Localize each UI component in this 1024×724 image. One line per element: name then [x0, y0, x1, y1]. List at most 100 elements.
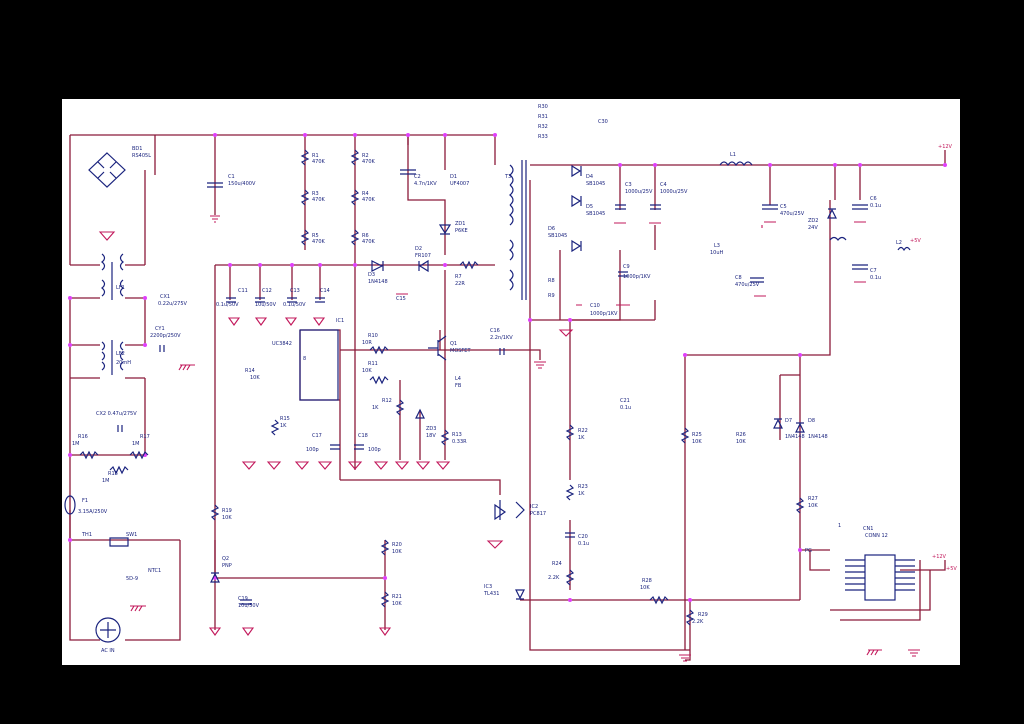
label-l1: L1: [730, 152, 736, 158]
label-d3: D3: [368, 272, 375, 278]
label-top-r4: R33: [538, 134, 548, 140]
label-r29: R29: [698, 612, 708, 618]
label-c4-value: 1000u/25V: [660, 189, 688, 195]
label-c7-value: 0.1u: [870, 275, 881, 281]
label-r25: R25: [692, 432, 702, 438]
label-zd1: ZD1: [455, 221, 465, 227]
label-r22-value: 1K: [578, 435, 585, 441]
label-d5-value: SB1045: [586, 211, 605, 217]
capacitors: [117, 169, 868, 605]
label-q1: Q1: [450, 341, 457, 347]
label-r17: R17: [140, 434, 150, 440]
label-ntc1-value: 5D-9: [126, 576, 138, 582]
label-r3: R3: [312, 191, 319, 197]
label-l4-value: FB: [455, 383, 462, 389]
label-r2: R2: [362, 153, 369, 159]
label-c19-value: 10u/50V: [238, 603, 260, 609]
fuse-and-socket: [64, 495, 129, 643]
label-bd1-value: RS405L: [132, 153, 151, 159]
label-ic3: IC3: [484, 584, 492, 590]
label-c9: C9: [623, 264, 630, 270]
label-r4-value: 470K: [362, 197, 376, 203]
label-ic3-value: TL431: [483, 591, 499, 597]
resistors: [79, 149, 805, 626]
label-r28: R28: [642, 578, 652, 584]
label-r6: R6: [362, 233, 369, 239]
label-r4: R4: [362, 191, 369, 197]
label-r15-value: 1K: [280, 423, 287, 429]
label-c18-value: 100p: [368, 447, 381, 453]
label-cy1: CY1: [155, 326, 165, 332]
label-r1-value: 470K: [312, 159, 326, 165]
label-c21: C21: [620, 398, 630, 404]
label-r1: R1: [312, 153, 319, 159]
label-sw1: SW1: [126, 532, 137, 538]
label-r23: R23: [578, 484, 588, 490]
label-r24: R24: [552, 561, 562, 567]
label-c2: C2: [414, 174, 421, 180]
label-d8: D8: [808, 418, 815, 424]
rail-label-conn1: +12V: [932, 554, 947, 560]
label-c13-value: 0.1u/50V: [283, 302, 306, 308]
label-cn1-value: CONN 12: [865, 533, 888, 539]
label-cx1: CX1: [160, 294, 170, 300]
label-r7-value: 22R: [455, 281, 465, 287]
label-c10: C10: [590, 303, 600, 309]
label-r26-value: 10K: [736, 439, 746, 445]
label-d2: D2: [415, 246, 422, 252]
rail-label-conn2: +5V: [946, 566, 957, 572]
optocoupler: [494, 500, 525, 521]
label-r6-value: 470K: [362, 239, 376, 245]
label-r16-value: 1M: [72, 441, 80, 447]
rail-labels: +12V +5V +12V +5V: [910, 144, 957, 572]
label-q1-value: MOSFET: [450, 348, 471, 354]
label-l3-value: 10uH: [710, 250, 724, 256]
label-r27-value: 10K: [808, 503, 818, 509]
label-t2: LF2: [116, 351, 125, 357]
label-r26: R26: [736, 432, 746, 438]
label-r23-value: 1K: [578, 491, 585, 497]
label-cx1-value: 0.22u/275V: [158, 301, 188, 307]
label-c16: C16: [490, 328, 500, 334]
label-r24-value: 2.2K: [548, 575, 560, 581]
label-r18: R18: [108, 471, 118, 477]
label-zd1-value: P6KE: [455, 228, 468, 234]
label-c12: C12: [262, 288, 272, 294]
label-r21: R21: [392, 594, 402, 600]
label-c8-value: 470u/25V: [735, 282, 760, 288]
label-c17: C17: [312, 433, 322, 439]
label-c3-value: 1000u/25V: [625, 189, 653, 195]
label-c4: C4: [660, 182, 667, 188]
label-r29-value: 2.2K: [692, 619, 704, 625]
wiring: [69, 134, 946, 661]
label-c6: C6: [870, 196, 877, 202]
label-f1-value: 3.15A/250V: [78, 509, 108, 515]
label-t3: T3: [504, 174, 511, 180]
label-c14: C14: [320, 288, 330, 294]
label-r8: R8: [548, 278, 555, 284]
label-r3-value: 470K: [312, 197, 326, 203]
label-r13-value: 0.33R: [452, 439, 467, 445]
label-r18-value: 1M: [102, 478, 110, 484]
label-d1-value: UF4007: [450, 181, 469, 187]
label-r13: R13: [452, 432, 462, 438]
label-r9: R9: [548, 293, 555, 299]
diodes: [210, 164, 837, 600]
label-r10-value: 10R: [362, 340, 372, 346]
label-bd1: BD1: [132, 146, 142, 152]
label-cx2: CX2 0.47u/275V: [96, 411, 137, 417]
ic1-controller: [299, 329, 339, 401]
label-r20: R20: [392, 542, 402, 548]
label-cn1-pin: 1: [838, 523, 841, 529]
label-c19: C19: [238, 596, 248, 602]
label-r11-value: 10K: [362, 368, 372, 374]
label-zd3-value: 18V: [426, 433, 436, 439]
label-ac-in: AC IN: [101, 648, 115, 654]
label-zd2: ZD2: [808, 218, 818, 224]
label-c3: C3: [625, 182, 632, 188]
label-l2: L2: [896, 240, 902, 246]
label-c11: C11: [238, 288, 248, 294]
label-r2-value: 470K: [362, 159, 376, 165]
label-cy1-value: 2200p/250V: [150, 333, 181, 339]
label-r19: R19: [222, 508, 232, 514]
